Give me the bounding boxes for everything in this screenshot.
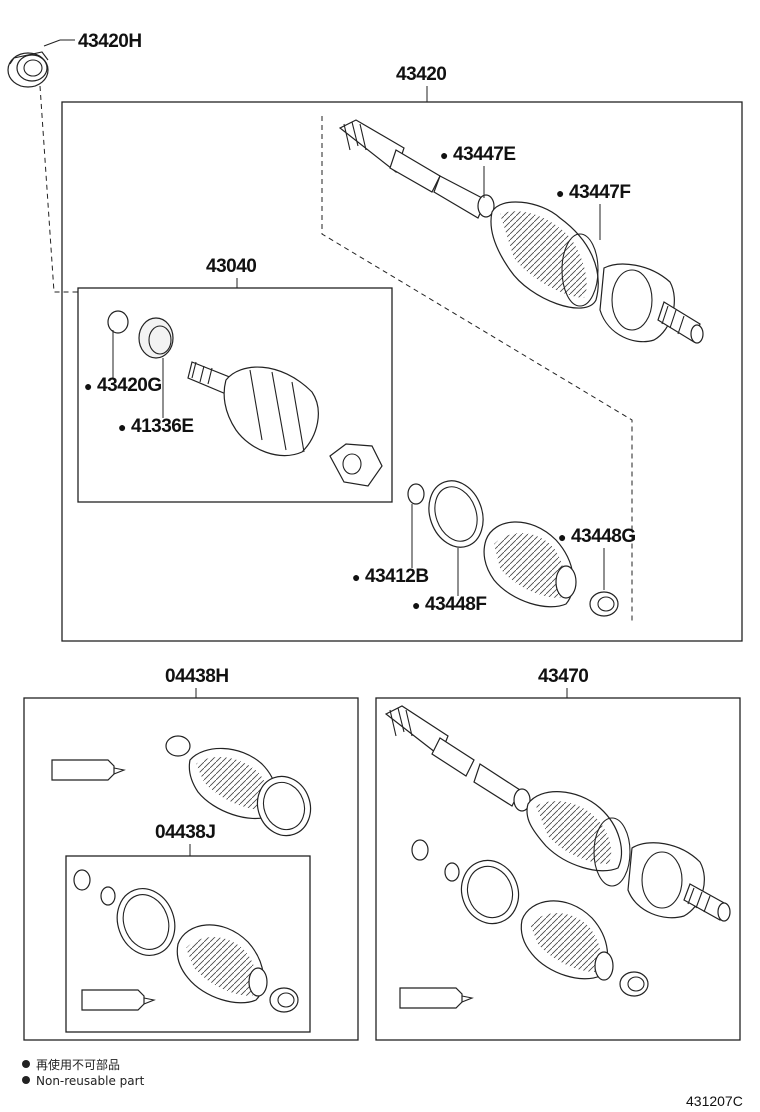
inner-boot-set — [407, 480, 619, 617]
legend-en: Non-reusable part — [36, 1074, 145, 1088]
svg-text:●: ● — [556, 185, 564, 201]
label-04438H: 04438H — [165, 666, 229, 687]
assembly-box-04438H — [23, 697, 359, 1041]
boot-kit-inner — [73, 869, 299, 1013]
svg-text:●: ● — [352, 569, 360, 585]
boot-kit-outer — [51, 735, 312, 837]
svg-text:●: ● — [440, 147, 448, 163]
diagram-code: 431207C — [686, 1093, 743, 1109]
label-43448F: 43448F — [425, 594, 486, 615]
label-43420H: 43420H — [78, 31, 142, 52]
drive-shaft-assembly-43470 — [384, 705, 731, 1009]
dashed-ref-43420H — [39, 85, 78, 293]
drive-shaft-outer — [321, 116, 704, 622]
svg-text:●: ● — [118, 419, 126, 435]
assembly-box-43040 — [77, 287, 393, 503]
label-41336E: 41336E — [131, 416, 194, 437]
label-43040: 43040 — [206, 256, 256, 277]
label-43420G: 43420G — [97, 375, 162, 396]
oil-seal-43420H — [7, 51, 49, 88]
label-04438J: 04438J — [155, 822, 215, 843]
legend-bullet — [22, 1060, 30, 1068]
label-43448G: 43448G — [571, 526, 636, 547]
assembly-box-04438J — [65, 855, 311, 1033]
label-43447E: 43447E — [453, 144, 516, 165]
svg-text:●: ● — [558, 529, 566, 545]
inner-joint-parts — [107, 310, 383, 487]
legend-bullet-2 — [22, 1076, 30, 1084]
assembly-box-43420 — [61, 101, 743, 642]
label-43447F: 43447F — [569, 182, 630, 203]
label-43412B: 43412B — [365, 566, 429, 587]
svg-text:●: ● — [84, 378, 92, 394]
leader-43420H — [43, 39, 61, 47]
label-43420: 43420 — [396, 64, 446, 85]
assembly-box-43470 — [375, 697, 741, 1041]
svg-text:●: ● — [412, 597, 420, 613]
label-43470: 43470 — [538, 666, 588, 687]
legend-zh: 再使用不可部品 — [36, 1057, 120, 1072]
